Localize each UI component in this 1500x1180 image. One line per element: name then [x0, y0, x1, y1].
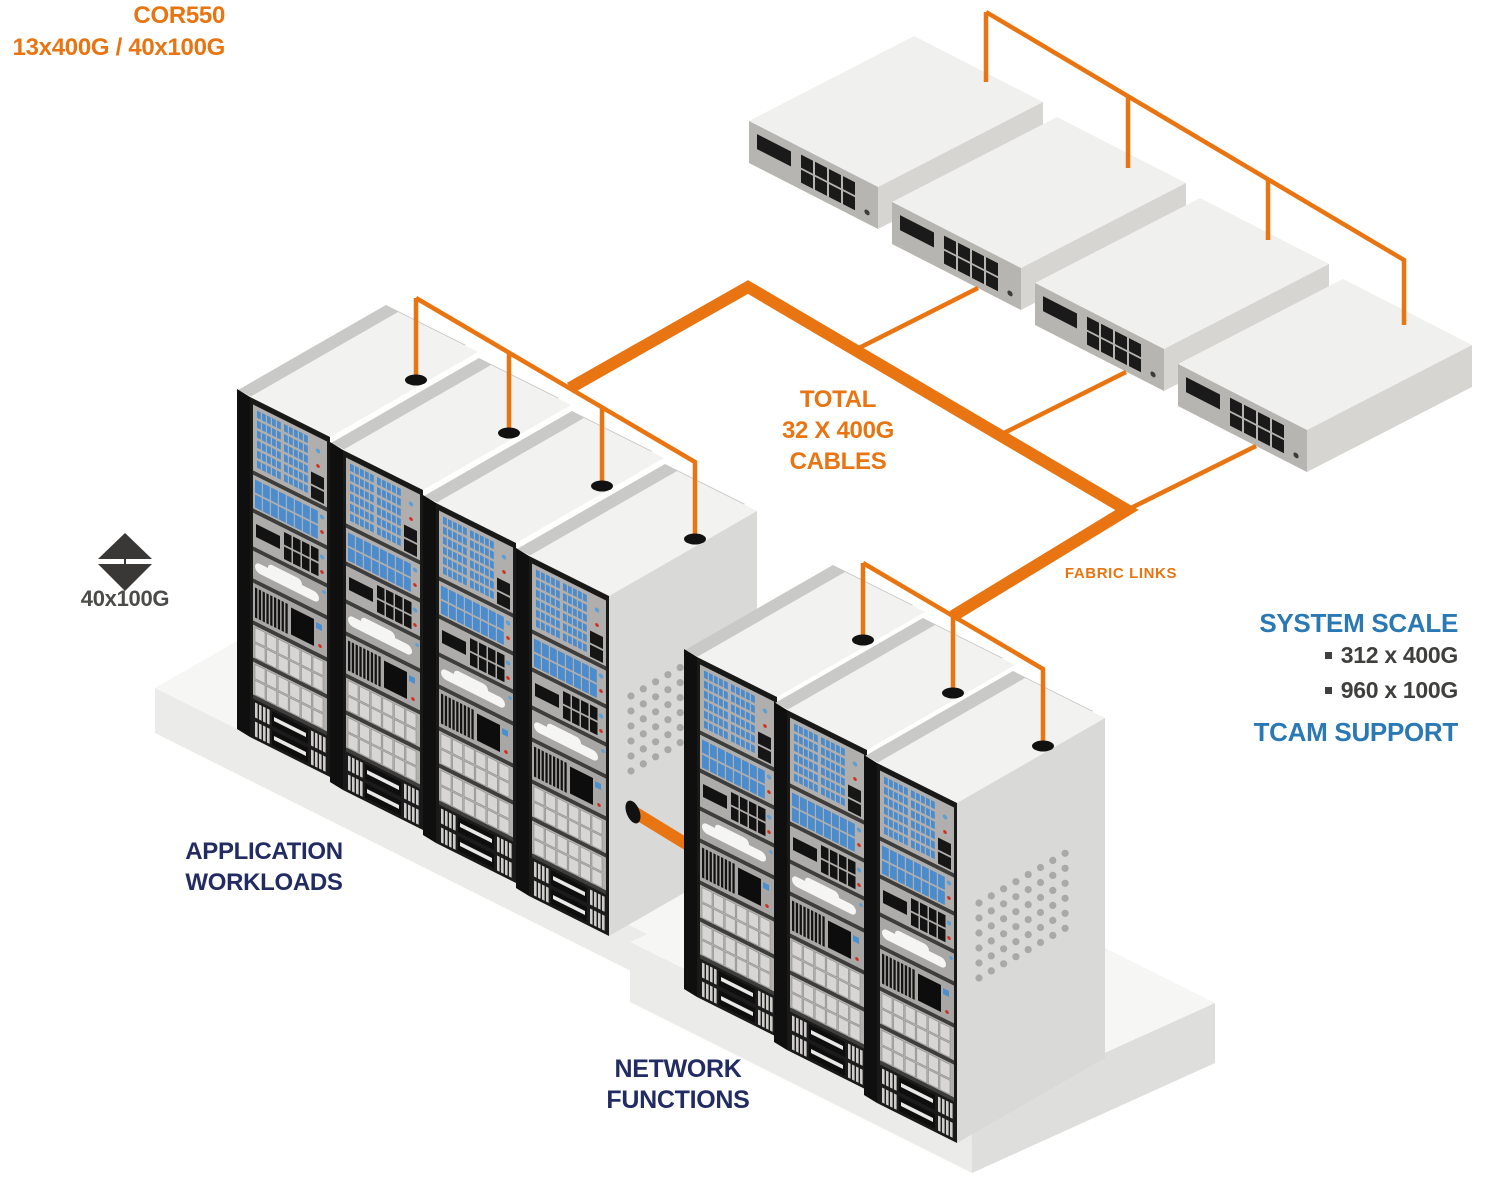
fabric-trunk-cable: [567, 280, 1139, 622]
network-bus-cable: [861, 561, 1046, 746]
cor550-model: COR550: [133, 2, 225, 29]
fabric-cables: [413, 10, 1407, 746]
spine-bus-cable: [984, 10, 1407, 325]
total-cables-label: TOTAL 32 X 400G CABLES: [781, 386, 895, 475]
network-functions-label: NETWORK FUNCTIONS: [606, 1055, 750, 1114]
system-scale-item: 960 x 100G: [1254, 673, 1458, 708]
square-bullet-icon: [1324, 652, 1332, 660]
system-scale-block: SYSTEM SCALE 312 x 400G 960 x 100G TCAM …: [1253, 608, 1459, 747]
cor550-label: COR550 13x400G / 40x100G: [0, 0, 226, 64]
split-diamond-icon: [98, 533, 152, 591]
application-bus-cable: [414, 296, 698, 539]
system-scale-title: SYSTEM SCALE: [1259, 608, 1458, 638]
square-bullet-icon: [1324, 687, 1332, 695]
application-workloads-label: APPLICATION WORKLOADS: [185, 838, 343, 896]
breakout-capacity-label: 40x100G: [80, 586, 170, 611]
fabric-links-label: FABRIC LINKS: [1064, 565, 1178, 582]
rack-cable-connectors: [405, 374, 1054, 752]
panel-cable-port: [625, 800, 641, 824]
system-scale-item: 312 x 400G: [1254, 638, 1458, 673]
tcam-support-label: TCAM SUPPORT: [1253, 717, 1459, 747]
cor550-ports: 13x400G / 40x100G: [12, 34, 226, 61]
